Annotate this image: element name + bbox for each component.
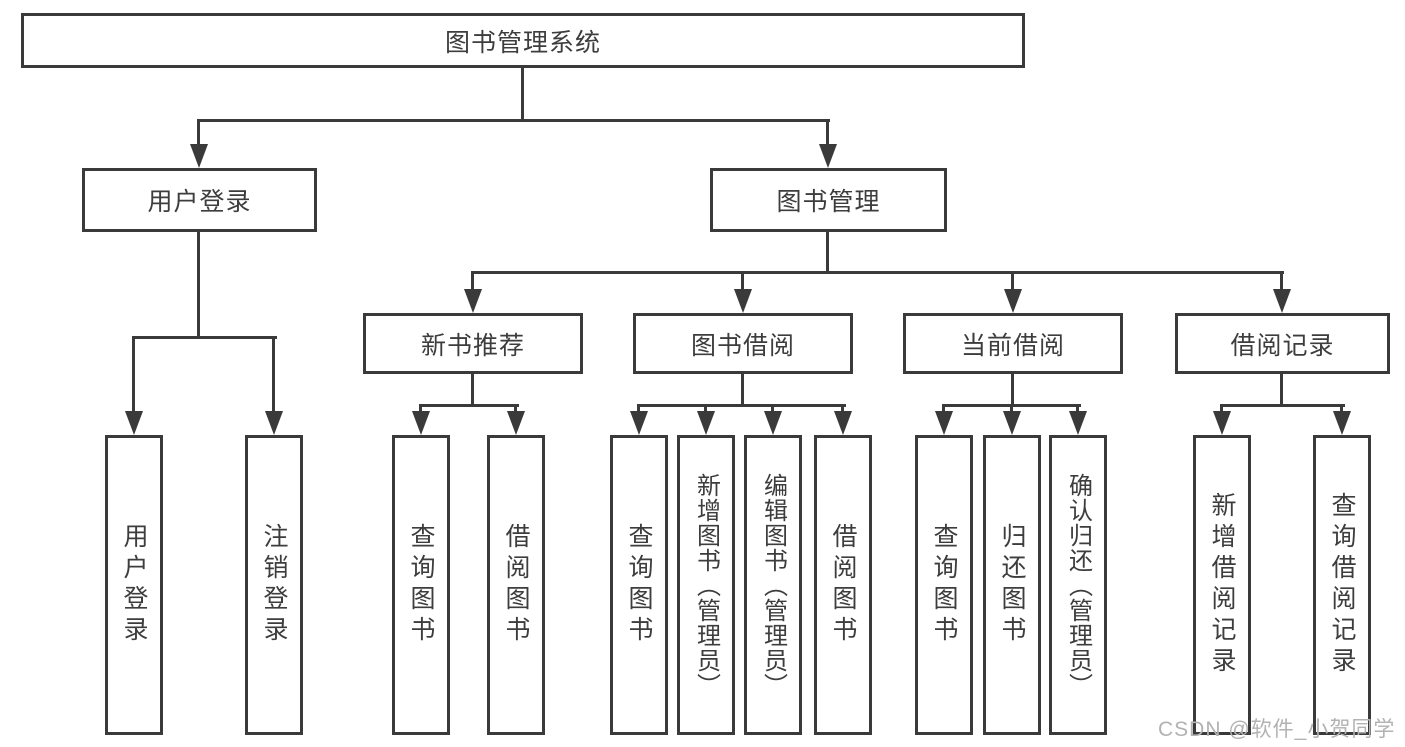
connector-line bbox=[1220, 404, 1223, 414]
leaf-label: 查询图书 bbox=[407, 523, 435, 647]
connector-line bbox=[521, 68, 524, 121]
leaf-label: 查询借阅记录 bbox=[1328, 492, 1356, 678]
connector-line bbox=[771, 404, 774, 414]
leaf-borrow-books: 借阅图书 bbox=[814, 435, 872, 735]
leaf-logout: 注销登录 bbox=[245, 435, 303, 735]
arrow-down-icon bbox=[1069, 411, 1087, 435]
node-label: 用户登录 bbox=[147, 188, 252, 216]
leaf-query-borrow-record: 查询借阅记录 bbox=[1313, 435, 1371, 735]
arrow-down-icon bbox=[764, 411, 782, 435]
arrow-down-icon bbox=[734, 289, 752, 313]
leaf-label: 查询图书 bbox=[625, 523, 653, 647]
node-label: 当前借阅 bbox=[960, 331, 1065, 360]
connector-line bbox=[197, 119, 830, 122]
arrow-down-icon bbox=[1004, 289, 1022, 313]
connector-line bbox=[826, 119, 829, 147]
arrow-down-icon bbox=[464, 289, 482, 313]
leaf-label: 归还图书 bbox=[998, 523, 1026, 647]
node-library-management-system: 图书管理系统 bbox=[21, 13, 1025, 68]
connector-line bbox=[197, 232, 200, 339]
connector-line bbox=[1280, 271, 1283, 291]
connector-line bbox=[1011, 271, 1014, 291]
connector-line bbox=[419, 404, 519, 407]
leaf-label: 用户登录 bbox=[120, 523, 148, 647]
node-new-book-recommend: 新书推荐 bbox=[363, 313, 583, 374]
leaf-add-books-admin: 新增图书（管理员） bbox=[677, 435, 735, 735]
arrow-down-icon bbox=[190, 144, 208, 168]
arrow-down-icon bbox=[1273, 289, 1291, 313]
connector-line bbox=[471, 271, 474, 291]
connector-line bbox=[1011, 374, 1014, 407]
arrow-down-icon bbox=[819, 144, 837, 168]
leaf-edit-books-admin: 编辑图书（管理员） bbox=[744, 435, 802, 735]
node-label: 图书管理 bbox=[776, 188, 881, 216]
node-user-login: 用户登录 bbox=[82, 168, 317, 232]
connector-line bbox=[471, 271, 1284, 274]
connector-line bbox=[1076, 404, 1079, 414]
connector-line bbox=[471, 374, 474, 407]
leaf-label: 借阅图书 bbox=[829, 523, 857, 647]
connector-line bbox=[1340, 404, 1343, 414]
connector-line bbox=[841, 404, 844, 414]
leaf-label: 查询图书 bbox=[930, 523, 958, 647]
arrow-down-icon bbox=[697, 411, 715, 435]
leaf-label: 编辑图书（管理员） bbox=[759, 472, 787, 698]
node-label: 图书管理系统 bbox=[444, 28, 601, 57]
leaf-add-borrow-record: 新增借阅记录 bbox=[1193, 435, 1251, 735]
arrow-down-icon bbox=[630, 411, 648, 435]
connector-line bbox=[637, 404, 640, 414]
leaf-label: 新增借阅记录 bbox=[1208, 492, 1236, 678]
connector-line bbox=[741, 271, 744, 291]
node-label: 图书借阅 bbox=[690, 331, 795, 360]
arrow-down-icon bbox=[125, 411, 143, 435]
leaf-label: 新增图书（管理员） bbox=[692, 472, 720, 698]
connector-line bbox=[826, 232, 829, 274]
leaf-user-login: 用户登录 bbox=[105, 435, 163, 735]
connector-line bbox=[1010, 404, 1013, 414]
arrow-down-icon bbox=[935, 411, 953, 435]
connector-line bbox=[197, 119, 200, 147]
node-label: 借阅记录 bbox=[1230, 331, 1335, 360]
leaf-label: 确认归还（管理员） bbox=[1064, 472, 1092, 698]
node-book-borrow: 图书借阅 bbox=[633, 313, 853, 374]
arrow-down-icon bbox=[265, 411, 283, 435]
connector-line bbox=[272, 336, 275, 414]
node-book-management: 图书管理 bbox=[710, 168, 947, 232]
arrow-down-icon bbox=[412, 411, 430, 435]
leaf-label: 借阅图书 bbox=[502, 523, 530, 647]
leaf-return-books: 归还图书 bbox=[983, 435, 1041, 735]
leaf-query-books-current: 查询图书 bbox=[915, 435, 973, 735]
node-current-borrow: 当前借阅 bbox=[903, 313, 1123, 374]
arrow-down-icon bbox=[834, 411, 852, 435]
connector-line bbox=[132, 336, 135, 414]
leaf-query-books-borrow: 查询图书 bbox=[610, 435, 668, 735]
connector-line bbox=[1220, 404, 1345, 407]
node-borrow-records: 借阅记录 bbox=[1175, 313, 1390, 374]
arrow-down-icon bbox=[507, 411, 525, 435]
leaf-confirm-return-admin: 确认归还（管理员） bbox=[1049, 435, 1107, 735]
leaf-label: 注销登录 bbox=[260, 523, 288, 647]
arrow-down-icon bbox=[1003, 411, 1021, 435]
connector-line bbox=[1280, 374, 1283, 407]
node-label: 新书推荐 bbox=[420, 331, 525, 360]
leaf-borrow-books-recommend: 借阅图书 bbox=[487, 435, 545, 735]
leaf-query-books-recommend: 查询图书 bbox=[392, 435, 450, 735]
connector-line bbox=[419, 404, 422, 414]
connector-line bbox=[514, 404, 517, 414]
connector-line bbox=[637, 404, 846, 407]
connector-line bbox=[132, 336, 277, 339]
connector-line bbox=[942, 404, 945, 414]
csdn-watermark: CSDN @软件_小贺同学 bbox=[1158, 718, 1396, 741]
arrow-down-icon bbox=[1213, 411, 1231, 435]
arrow-down-icon bbox=[1333, 411, 1351, 435]
connector-line bbox=[704, 404, 707, 414]
connector-line bbox=[741, 374, 744, 407]
